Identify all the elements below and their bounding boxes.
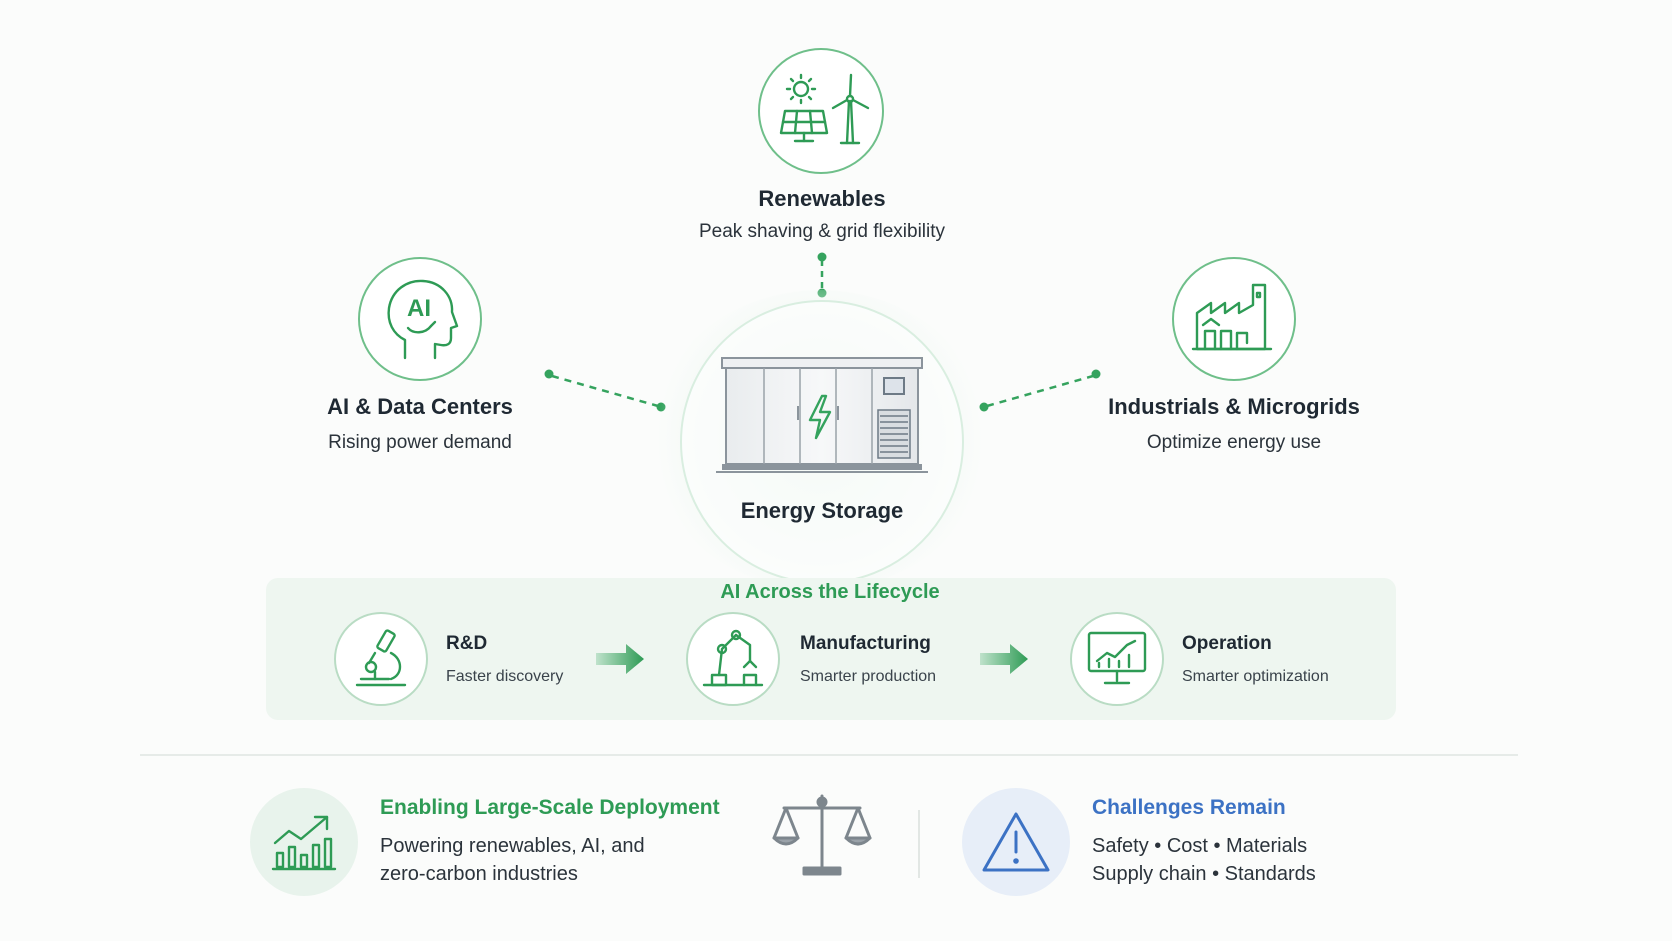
stage-operation-icon-ring [1070,612,1164,706]
lifecycle-title: AI Across the Lifecycle [720,581,940,603]
deployment-icon-circle [250,788,358,896]
robot-arm-icon [702,629,764,687]
section-divider [140,754,1518,756]
arrow-right-icon [980,644,1028,674]
industrials-subtitle: Optimize energy use [1146,432,1322,453]
challenges-icon-circle [962,788,1070,896]
bottom-separator [918,810,920,878]
monitor-chart-icon [1087,631,1147,685]
industrials-icon-ring [1172,257,1296,381]
renewables-subtitle: Peak shaving & grid flexibility [698,221,946,242]
battery-container-icon [716,357,928,473]
stage-operation-title: Operation [1182,633,1272,654]
ai-head-icon: AI [387,279,459,360]
deployment-title: Enabling Large-Scale Deployment [380,796,720,819]
challenges-line-1: Safety • Cost • Materials [1092,835,1308,857]
factory-icon [1191,283,1273,351]
arrow-right-icon [596,644,644,674]
renewables-icon-ring [758,48,884,174]
stage-manufacturing-icon-ring [686,612,780,706]
microscope-icon [355,629,407,687]
challenges-line-2: Supply chain • Standards [1092,863,1316,885]
warning-icon [982,812,1050,872]
stage-rnd-subtitle: Faster discovery [446,668,564,685]
ai-data-centers-title: AI & Data Centers [327,394,513,419]
ai-head-icon-text: AI [407,295,431,322]
deployment-line-1: Powering renewables, AI, and [380,835,645,857]
solar-wind-icon [779,73,870,145]
stage-operation-subtitle: Smarter optimization [1182,668,1329,685]
ai-data-centers-icon-ring: AI [358,257,482,381]
deployment-line-2: zero-carbon industries [380,863,578,885]
stage-rnd-icon-ring [334,612,428,706]
energy-storage-unit [712,354,932,480]
lifecycle-panel [266,578,1396,720]
growth-chart-icon [271,815,337,871]
ai-data-centers-subtitle: Rising power demand [328,432,512,453]
energy-storage-title: Energy Storage [740,498,904,523]
stage-manufacturing-title: Manufacturing [800,633,931,654]
renewables-title: Renewables [758,186,886,211]
industrials-title: Industrials & Microgrids [1108,394,1360,419]
scale-icon [772,794,872,876]
stage-manufacturing-subtitle: Smarter production [800,668,937,685]
challenges-title: Challenges Remain [1092,796,1286,819]
stage-rnd-title: R&D [446,633,488,654]
